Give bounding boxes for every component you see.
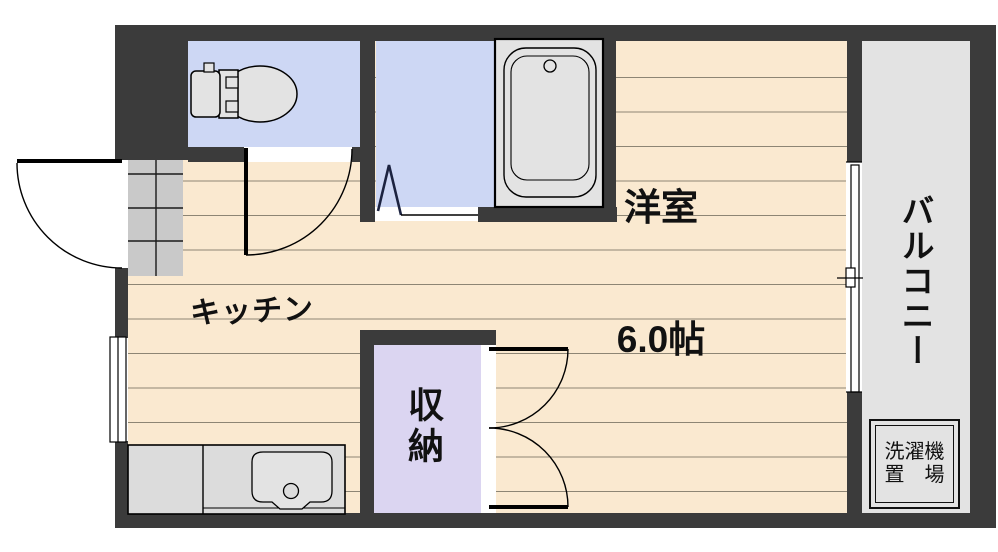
label-washer-line1: 洗濯機 — [884, 441, 945, 463]
label-balcony: バルコニー — [897, 193, 934, 369]
wall-left-block — [115, 25, 188, 160]
entry-tile-area — [128, 160, 183, 276]
label-kitchen: キッチン — [189, 292, 315, 331]
wall-storage-top — [360, 330, 496, 345]
wall-toilet-bath-divider — [360, 25, 375, 222]
wall-storage-left — [360, 330, 374, 513]
balcony-window-opening — [846, 162, 862, 392]
wall-balcony-top — [847, 41, 862, 162]
label-main-room-name: 洋室 — [624, 187, 698, 228]
wall-left-low — [115, 441, 128, 513]
wall-toilet-door-right — [352, 147, 362, 162]
wall-under-toilet — [188, 147, 244, 162]
label-storage: 収納 — [403, 386, 444, 468]
storage-closet — [374, 345, 481, 513]
toilet-room — [188, 41, 360, 147]
label-washer-line2: 置 場 — [884, 464, 945, 486]
wall-left-mid — [115, 268, 128, 338]
label-main-room-size: 6.0帖 — [616, 319, 706, 360]
wall-bath-bottom — [478, 207, 617, 222]
washing-machine-space: 洗濯機 置 場 — [869, 419, 960, 509]
storage-door-opening — [481, 345, 496, 513]
wall-bottom — [115, 513, 996, 528]
label-main-room: 洋室 6.0帖 — [617, 98, 705, 450]
entry-door — [16, 159, 123, 269]
bath-door-opening — [375, 207, 478, 221]
bathroom — [376, 41, 603, 208]
wall-bath-right — [603, 25, 616, 222]
wall-top — [115, 25, 996, 41]
kitchen-window — [109, 336, 127, 443]
wall-right — [970, 25, 996, 528]
toilet-door-opening — [244, 147, 352, 162]
wall-balcony-bottom — [847, 392, 862, 513]
washing-machine-space-inner: 洗濯機 置 場 — [875, 425, 954, 503]
